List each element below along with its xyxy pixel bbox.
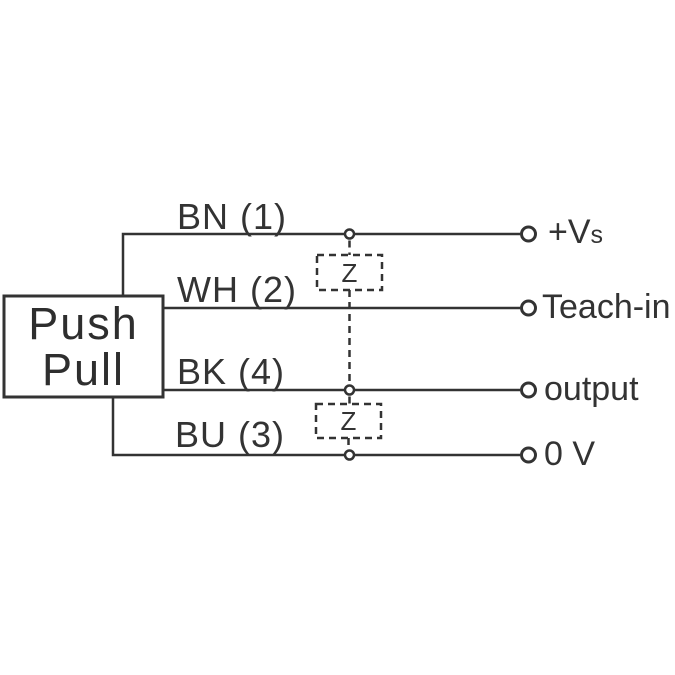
- wire-label-wh: WH (2): [177, 269, 297, 310]
- terminal-label-teach-in: Teach-in: [542, 288, 671, 326]
- wire-label-bk: BK (4): [177, 351, 286, 392]
- terminal-label-output: output: [544, 370, 639, 408]
- device-label-line1: Push: [28, 297, 139, 349]
- terminal-label-0v: 0 V: [544, 435, 596, 473]
- junction-node-bn: [343, 228, 356, 240]
- terminal-label-vs: +Vs: [548, 215, 603, 253]
- push-pull-box: [2, 294, 165, 399]
- wire-label-bn: BN (1): [177, 196, 288, 237]
- terminal-circle-teach-in: [520, 299, 537, 317]
- wire-label-bu: BU (3): [175, 414, 286, 455]
- terminal-label-vs-sub: s: [590, 221, 604, 249]
- impedance-box-2: [314, 402, 383, 440]
- impedance-symbol-1: Z: [341, 257, 358, 288]
- terminal-label-vs-main: +V: [548, 213, 591, 251]
- terminal-circle-output: [520, 381, 537, 399]
- wire-bn: [121, 232, 520, 296]
- device-label-line2: Pull: [41, 343, 126, 395]
- impedance-symbol-2: Z: [340, 406, 357, 436]
- terminal-circle-0v: [520, 446, 537, 464]
- junction-node-bk: [343, 384, 356, 396]
- device-label: Push Pull: [4, 296, 163, 397]
- wire-bu: [111, 397, 520, 457]
- impedance-box-1: [315, 253, 384, 292]
- terminal-circle-vs: [520, 225, 537, 243]
- junction-node-bu: [343, 449, 356, 461]
